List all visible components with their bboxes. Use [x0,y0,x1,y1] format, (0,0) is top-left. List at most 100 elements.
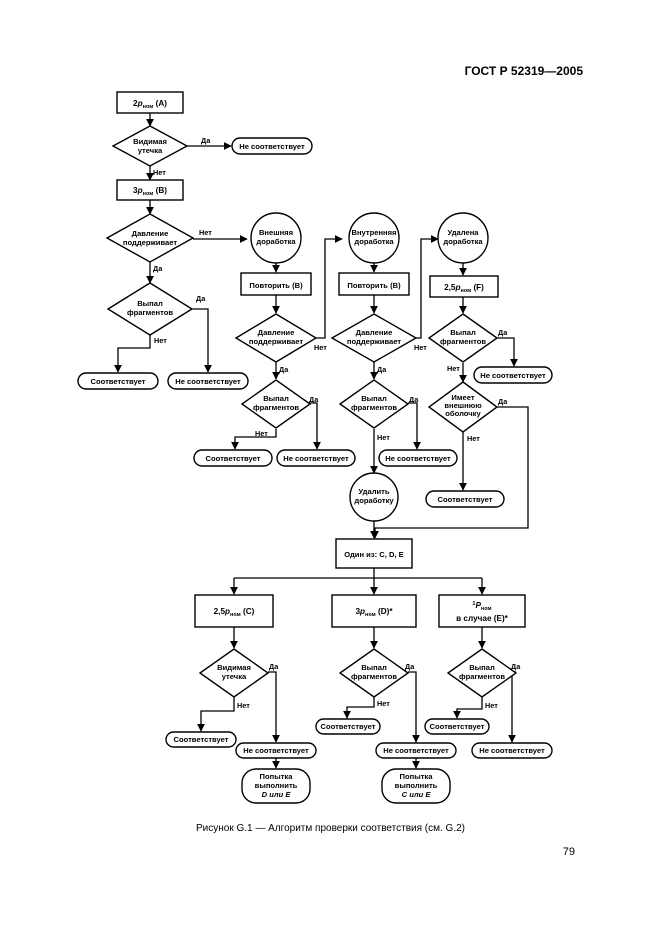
svg-text:Удалить: Удалить [358,487,389,496]
svg-text:фрагментов: фрагментов [440,337,486,346]
connector [310,402,321,450]
terminator-not-compliant: Не соответствует [276,449,356,467]
terminator-not-compliant: Не соответствует [378,449,458,467]
connector [268,671,280,743]
label-no: Нет [237,701,250,710]
svg-text:Давление: Давление [258,328,295,337]
node-2-5p-c: 2,5рном (C) [194,594,274,628]
connector [508,671,516,743]
standard-header: ГОСТ Р 52319—2005 [464,64,583,78]
node-3p-d: 3рном (D)* [331,594,417,628]
svg-text:Соответствует: Соответствует [321,722,376,731]
connector [408,671,420,743]
svg-text:утечка: утечка [222,672,247,681]
connector [197,697,235,732]
label-yes: Да [405,662,415,671]
svg-text:2,5рном (F): 2,5рном (F) [444,283,484,294]
svg-text:Не соответствует: Не соответствует [175,377,241,386]
svg-text:Имеет: Имеет [451,393,474,402]
svg-text:1Рном: 1Рном [472,601,491,612]
decision-fragments-ejected: Выпал фрагментов [446,648,518,698]
terminator-not-compliant: Не соответствует [473,366,553,384]
decision-fragments-ejected: Выпал фрагментов [106,282,194,336]
node-repeat-b: Повторить (B) [338,272,410,296]
terminator-compliant: Соответствует [77,372,159,390]
svg-text:Выпал: Выпал [450,328,476,337]
svg-text:поддерживает: поддерживает [123,238,177,247]
svg-text:Соответствует: Соответствует [438,495,493,504]
decision-fragments-ejected: Выпал фрагментов [338,379,410,429]
svg-text:Один из: C, D, E: Один из: C, D, E [344,550,403,559]
svg-text:Соответствует: Соответствует [174,735,229,744]
terminator-compliant: Соответствует [193,449,273,467]
terminator-compliant: Соответствует [424,718,490,735]
label-yes: Да [511,662,521,671]
label-no: Нет [377,699,390,708]
label-yes: Да [309,395,319,404]
svg-text:3рном (B): 3рном (B) [133,186,167,197]
svg-text:фрагментов: фрагментов [351,672,397,681]
svg-text:Повторить (B): Повторить (B) [347,281,401,290]
terminator-not-compliant: Не соответствует [167,372,249,390]
node-try-d-or-e: Попытка выполнить D или E [241,768,311,804]
decision-visible-leak: Видимая утечка [111,125,189,167]
node-remove-modification: Удалить доработку [349,472,399,522]
svg-text:Внутренняя: Внутренняя [351,228,396,237]
label-no: Нет [154,336,167,345]
svg-text:в случае (E)*: в случае (E)* [456,614,509,623]
node-3p-b: 3рном (B) [116,179,184,201]
connector [408,402,421,450]
svg-text:Соответствует: Соответствует [206,454,261,463]
connector [231,429,277,450]
svg-text:2,5рном (C): 2,5рном (C) [214,607,255,618]
svg-text:Не соответствует: Не соответствует [385,454,451,463]
svg-text:оболочку: оболочку [445,409,481,418]
svg-text:Не соответствует: Не соответствует [239,142,305,151]
svg-text:доработку: доработку [354,496,394,505]
terminator-not-compliant: Не соответствует [471,742,553,759]
label-yes: Да [201,136,211,145]
terminator-not-compliant: Не соответствует [375,742,457,759]
label-no: Нет [447,364,460,373]
node-outer-modification: Внешняя доработка [250,212,302,264]
decision-fragments-ejected: Выпал фрагментов [427,313,499,363]
svg-text:Видимая: Видимая [133,137,167,146]
label-yes: Да [153,264,163,273]
decision-pressure-maintained: Давление поддерживает [105,213,195,263]
svg-text:Не соответствует: Не соответствует [283,454,349,463]
svg-text:Не соответствует: Не соответствует [383,746,449,755]
label-no: Нет [153,168,166,177]
connector [453,697,483,719]
label-no: Нет [377,433,390,442]
svg-text:внешнюю: внешнюю [444,401,482,410]
svg-text:Выпал: Выпал [137,299,163,308]
svg-text:фрагментов: фрагментов [127,308,173,317]
connector [371,406,529,539]
svg-text:Видимая: Видимая [217,663,251,672]
svg-text:доработка: доработка [256,237,296,246]
node-removed-modification: Удалена доработка [437,212,489,264]
svg-text:Давление: Давление [132,229,169,238]
svg-text:Не соответствует: Не соответствует [479,746,545,755]
svg-text:Удалена: Удалена [447,228,479,237]
node-2p-a: 2рном (A) [116,91,184,114]
label-yes: Да [196,294,206,303]
svg-text:фрагментов: фрагментов [253,403,299,412]
svg-text:Попытка: Попытка [260,772,294,781]
figure-caption: Рисунок G.1 — Алгоритм проверки соответс… [195,823,466,834]
terminator-not-compliant: Не соответствует [235,742,317,759]
label-yes: Да [377,365,387,374]
connectors [114,113,529,769]
node-one-of-cde: Один из: C, D, E [335,538,413,569]
svg-text:Соответствует: Соответствует [430,722,485,731]
svg-text:Выпал: Выпал [361,394,387,403]
svg-text:Внешняя: Внешняя [259,228,293,237]
label-yes: Да [279,365,289,374]
svg-text:выполнить: выполнить [395,781,438,790]
connector [192,308,212,373]
svg-text:Попытка: Попытка [400,772,434,781]
svg-text:Не соответствует: Не соответствует [480,371,546,380]
svg-text:2рном (A): 2рном (A) [133,99,167,110]
svg-text:Не соответствует: Не соответствует [243,746,309,755]
